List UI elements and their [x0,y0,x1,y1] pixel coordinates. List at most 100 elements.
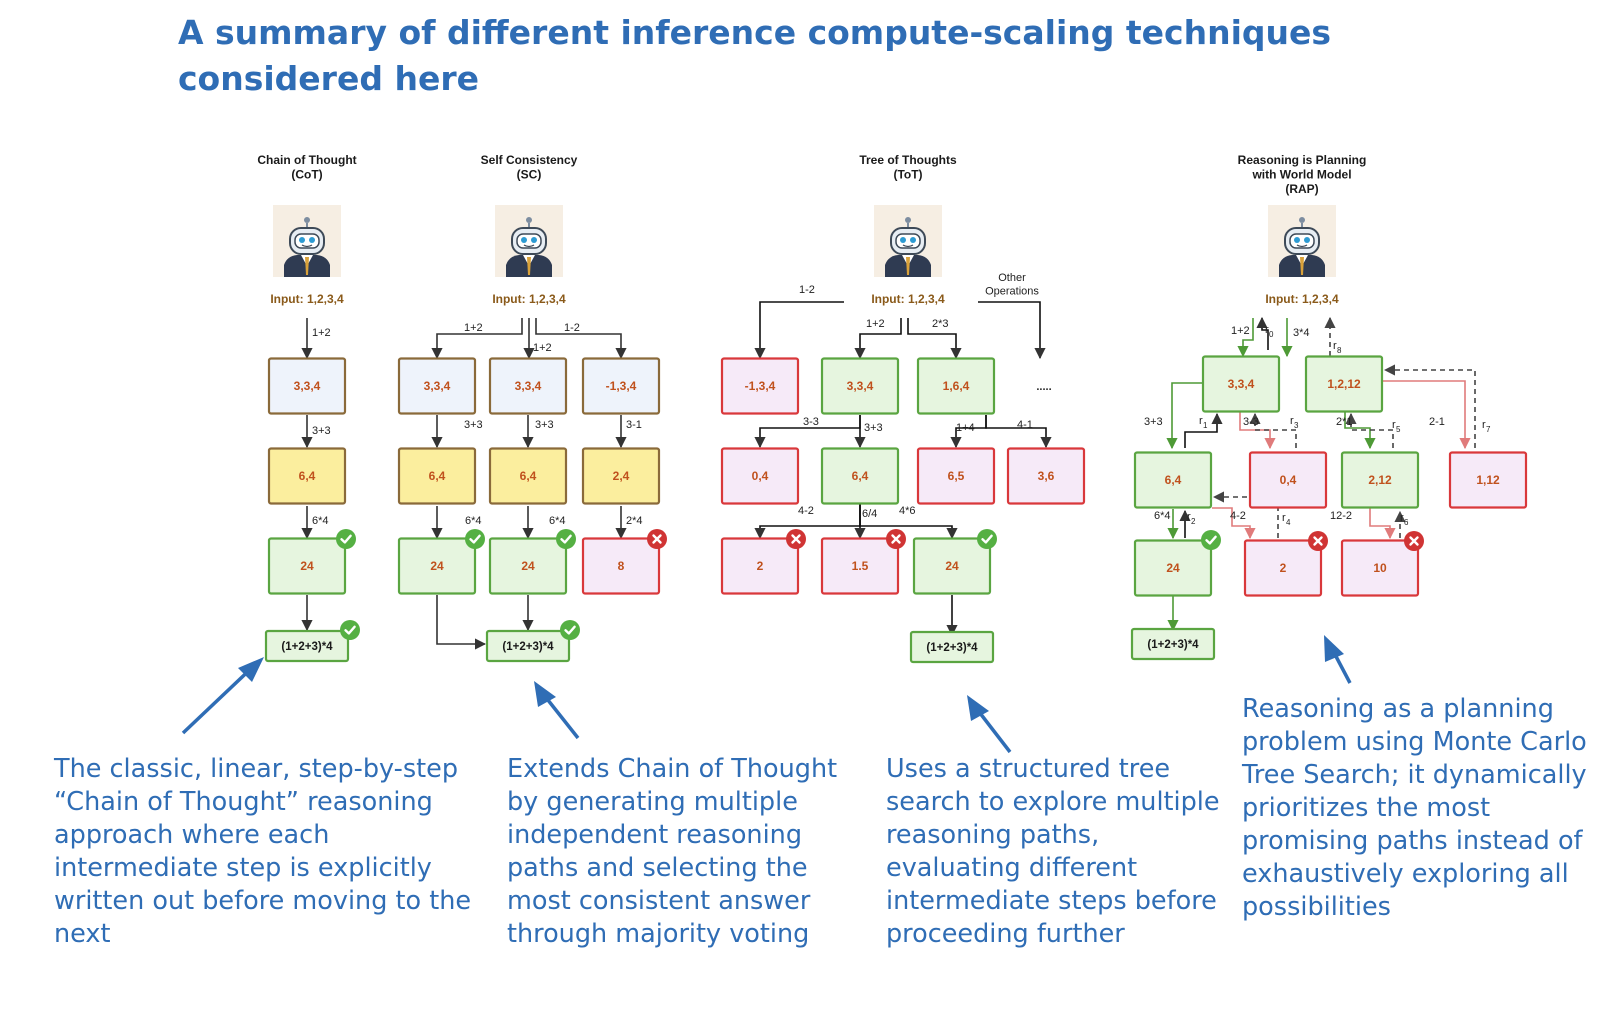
cot-node-value: 6,4 [299,469,316,483]
cross-icon [1404,531,1424,551]
pointer-arrowhead-cot [238,657,264,682]
edge-label: 1+2 [1231,325,1250,337]
edge-label: r [1333,340,1337,352]
rap-node-box [1243,539,1323,597]
edge-label: 3+3 [312,425,331,437]
rap-node-box [1201,355,1281,413]
edge-label: 5 [1396,425,1401,434]
cot-node-box [267,357,347,415]
edge-arrow [754,301,844,360]
tot-node-value: (1+2+3)*4 [926,642,978,654]
tot-node-box [912,537,992,595]
sc-node-value: 3,3,4 [515,379,542,393]
check-icon [1201,530,1221,550]
rap-node-value: 24 [1166,561,1180,575]
cot-node-value: 24 [300,559,314,573]
tot-node-value: 3,3,4 [847,379,874,393]
cross-icon [647,529,667,549]
cot-node-value: (1+2+3)*4 [281,641,333,653]
check-icon [336,529,356,549]
robot-icon [1268,205,1336,277]
tot-node-value: 0,4 [752,469,769,483]
tot-node-value: -1,3,4 [745,379,776,393]
edge-arrow [1383,364,1476,448]
sc-node-value: 6,4 [429,469,446,483]
edge-label: 1+2 [866,318,885,330]
input-label: Input: 1,2,3,4 [270,292,344,306]
sc-node-value: 2,4 [613,469,630,483]
check-icon [977,529,997,549]
caption-pointers [181,635,1352,754]
rap-node-value: 10 [1373,561,1387,575]
panel-title: Tree of Thoughts [859,153,957,167]
rap-node-box [1304,355,1384,413]
edge-label: 3-1 [626,419,642,431]
tot-node-box [820,357,900,415]
other-operations-label: Other [998,272,1026,284]
edge-label: r [1482,419,1486,431]
edge-label: r [1282,512,1286,524]
panel-title: Chain of Thought [257,153,356,167]
edge-arrow [1369,504,1396,540]
cross-icon [786,529,806,549]
panel-title: (RAP) [1285,182,1318,196]
panel-title: Reasoning is Planning [1238,153,1367,167]
edge-arrow [1345,412,1394,448]
edge-arrow [907,318,962,360]
sc-node-box [581,447,661,505]
caption-rap: Reasoning as a planning problem using Mo… [1242,694,1587,922]
cot-node-box [264,629,350,663]
tot-node-box [1006,447,1086,505]
edge-label: 6*4 [549,515,566,527]
rap-node-box [1448,451,1528,509]
edge-label: 3+3 [1144,416,1163,428]
input-label: Input: 1,2,3,4 [492,292,566,306]
cot-node-box [267,447,347,505]
tot-node-value: 6,5 [948,469,965,483]
edge-label: 4*6 [899,505,916,517]
rap-node-value: 0,4 [1280,473,1297,487]
rap-node-value: 6,4 [1165,473,1182,487]
cross-icon [886,529,906,549]
edge-arrow [1237,318,1254,358]
edge-label: 12-2 [1330,510,1352,522]
sc-node-value: 8 [618,559,625,573]
edge-label: r [1290,415,1294,427]
rap-node-value: 2 [1280,561,1287,575]
edge-label: 6*4 [1154,510,1171,522]
edge-label: 3+3 [464,419,483,431]
edge-arrow [431,318,523,360]
edge-label: 3+3 [864,422,883,434]
tot-node-value: 2 [757,559,764,573]
pointer-arrowhead-tot [967,695,989,721]
cot-node-value: 3,3,4 [294,379,321,393]
edge-label: r [1265,324,1269,336]
edge-label: 7 [1486,425,1491,434]
cross-icon [1308,531,1328,551]
panel-title: with World Model [1251,168,1351,182]
edge-label: 3 [1294,421,1299,430]
sc-node-box [488,537,568,595]
edge-arrow [1256,316,1269,350]
pointer-arrowhead-sc [534,681,556,707]
check-icon [340,620,360,640]
edge-label: 1+2 [312,327,331,339]
edge-label: 4 [1286,518,1291,527]
edge-label: 2*4 [626,515,643,527]
sc-node-value: -1,3,4 [606,379,637,393]
sc-node-box [581,357,661,415]
edge-label: 2*1 [1336,416,1353,428]
sc-node-box [397,447,477,505]
edge-label: 8 [1337,346,1342,355]
tot-node-box [916,357,996,415]
sc-node-value: (1+2+3)*4 [502,641,554,653]
edge-label: 3-3 [1243,416,1259,428]
edge-label: 2-1 [1429,416,1445,428]
rap-node-box [1133,451,1213,509]
sc-node-box [397,537,477,595]
tot-node-box [720,357,800,415]
robot-icon [874,205,942,277]
sc-node-box [488,357,568,415]
